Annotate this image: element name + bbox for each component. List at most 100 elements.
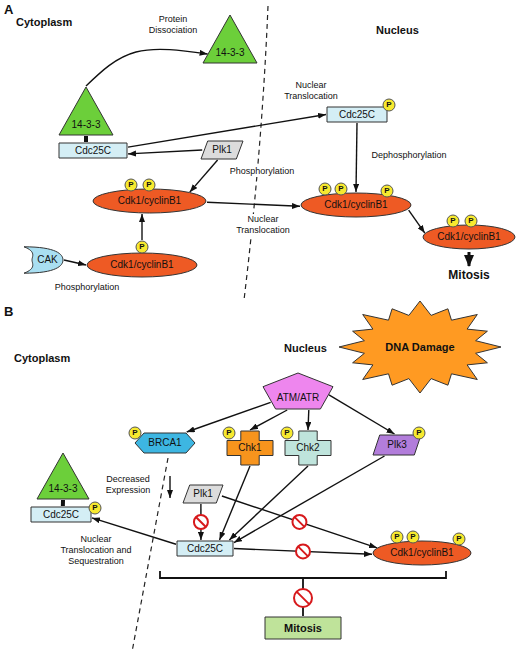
phosphate-label: P — [416, 428, 421, 437]
edge-label: Nuclear Translocation — [276, 80, 346, 102]
compartment-label: Nucleus — [284, 342, 327, 355]
shape-outline — [263, 373, 333, 409]
shape-outline — [381, 185, 393, 197]
phosphate-circle: P — [128, 426, 142, 440]
complex-ellipse: Cdk1/cyclinB1 — [422, 224, 516, 250]
protein-box: Cdc25C — [30, 506, 92, 523]
shape-outline — [447, 215, 459, 227]
shape-outline — [423, 225, 515, 249]
shape-outline — [265, 617, 341, 639]
edge-label: Nuclear Translocation and Sequestration — [54, 534, 138, 567]
phosphate-label: P — [132, 428, 137, 437]
phosphate-label: P — [468, 216, 473, 225]
text-area: P — [390, 530, 404, 544]
protein-hexagon: BRCA1 — [134, 432, 196, 454]
shape-outline — [262, 372, 334, 410]
text-area: P — [280, 426, 294, 440]
inhibition-slash — [196, 517, 206, 527]
complex-ellipse: Cdk1/cyclinB1 — [92, 188, 207, 214]
panel-letter: B — [4, 304, 13, 320]
text-area: P — [124, 178, 138, 192]
phosphate-circle: P — [452, 532, 466, 546]
node-label: 14-3-3 — [49, 483, 78, 495]
text-area: Cdc25C — [58, 142, 128, 159]
connector — [141, 214, 142, 240]
shape-outline — [223, 427, 235, 439]
shape-outline — [327, 107, 387, 122]
text-area: P — [446, 214, 460, 228]
text-area: P — [406, 530, 420, 544]
node-label: Plk1 — [212, 144, 231, 156]
inhibition-symbol — [292, 515, 306, 529]
node-label: Plk1 — [193, 488, 212, 500]
damage-starburst: DNA Damage — [338, 300, 502, 394]
inhibition-slash — [294, 517, 304, 527]
edge-label: Nuclear Translocation — [228, 214, 298, 236]
node-label: Cdc25C — [75, 145, 111, 157]
node-label: CAK — [37, 254, 58, 266]
phosphate-circle: P — [124, 178, 138, 192]
shape-outline — [135, 433, 195, 453]
text-area: P — [135, 240, 149, 254]
edge-label: Dephosphorylation — [364, 150, 454, 161]
node-label: DNA Damage — [385, 341, 454, 354]
shape-outline — [177, 541, 233, 556]
phosphate-label: P — [92, 503, 97, 512]
text-area: P — [464, 214, 478, 228]
inhibition-symbol — [296, 544, 310, 558]
connector — [64, 260, 86, 265]
inhibition-slash — [297, 592, 310, 605]
inhibition-circle — [194, 515, 208, 529]
text-area: 14-3-3 — [64, 114, 109, 136]
kinase-pentagon: ATM/ATR — [262, 372, 334, 410]
phosphate-circle: P — [390, 530, 404, 544]
shape-outline — [201, 141, 243, 159]
text-area: P — [222, 426, 236, 440]
text-area: Cdk1/cyclinB1 — [94, 252, 190, 278]
outcome-box: Mitosis — [264, 616, 342, 640]
complex-ellipse: Cdk1/cyclinB1 — [300, 192, 412, 218]
connector — [234, 456, 385, 543]
text-area: 14-3-3 — [41, 478, 84, 499]
connector — [307, 410, 309, 430]
shape-outline — [465, 215, 477, 227]
edge-label: Protein Dissociation — [140, 14, 206, 36]
phosphate-circle: P — [464, 214, 478, 228]
text-area: Plk1 — [205, 140, 238, 160]
phosphate-circle: P — [88, 501, 102, 515]
text-area: P — [128, 426, 142, 440]
bracket-stem — [302, 578, 304, 589]
node-label: Cdk1/cyclinB1 — [390, 547, 453, 559]
text-area: Plk1 — [187, 484, 219, 504]
kinase-crescent: CAK — [14, 246, 64, 274]
node-label: Cdc25C — [187, 543, 223, 555]
node-label: Cdc25C — [43, 509, 79, 521]
shape-outline — [413, 427, 425, 439]
text-area: 14-3-3 — [208, 42, 253, 64]
shape-outline — [335, 183, 347, 195]
node-label: Mitosis — [284, 622, 322, 635]
node-label: Cdk1/cyclinB1 — [324, 199, 387, 211]
node-label: ATM/ATR — [277, 392, 319, 404]
node-label: Cdk1/cyclinB1 — [118, 195, 181, 207]
protein-triangle: 14-3-3 — [202, 14, 258, 64]
node-label: Chk2 — [296, 442, 319, 454]
phosphate-label: P — [322, 184, 327, 193]
text-area: Cdk1/cyclinB1 — [379, 540, 465, 566]
phosphate-label: P — [338, 184, 343, 193]
phosphate-label: P — [450, 216, 455, 225]
shape-outline — [59, 87, 113, 135]
phosphate-circle: P — [222, 426, 236, 440]
phosphate-label: P — [456, 534, 461, 543]
text-area: P — [380, 184, 394, 198]
phosphate-label: P — [394, 532, 399, 541]
shape-outline — [136, 241, 148, 253]
shape-outline — [203, 15, 257, 63]
text-area: ATM/ATR — [269, 385, 327, 409]
connector — [86, 49, 208, 86]
compartment-label: Cytoplasm — [14, 352, 70, 365]
phosphate-label: P — [128, 180, 133, 189]
text-area: CAK — [33, 250, 62, 270]
phosphate-label: P — [384, 186, 389, 195]
